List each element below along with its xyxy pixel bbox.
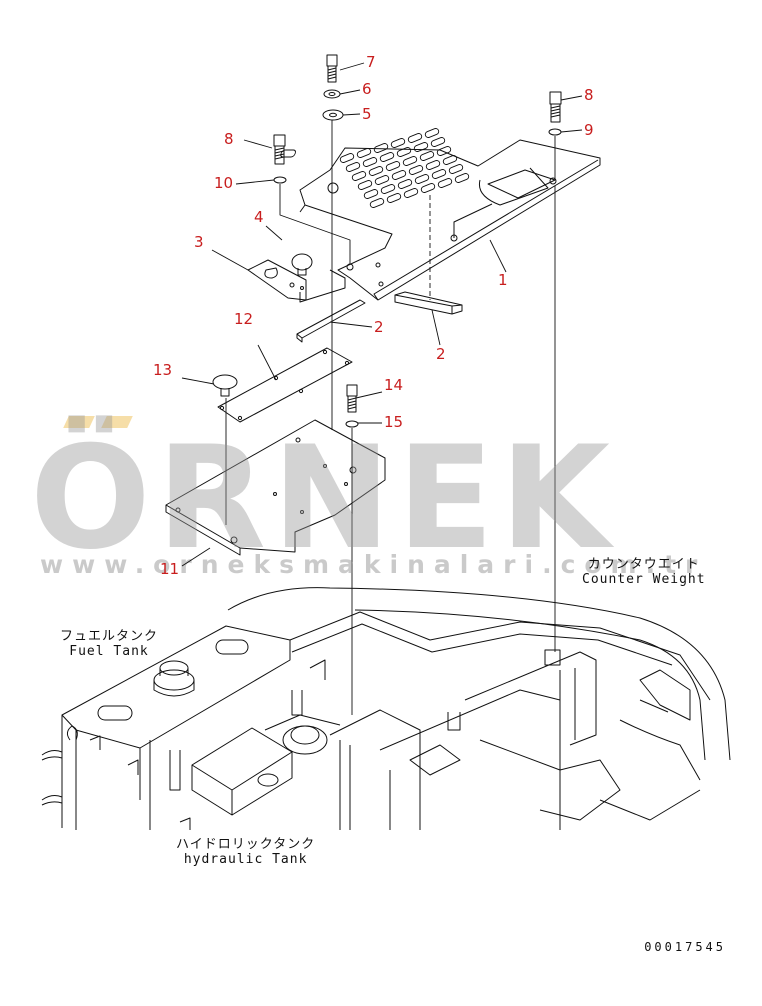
- louver-slot: [386, 193, 402, 203]
- louver-slot: [362, 157, 378, 167]
- leader-bolt-8-left: [279, 184, 351, 265]
- louver-slot: [402, 156, 418, 166]
- louver-slot: [380, 184, 396, 194]
- label-counter-weight-jp: カウンタウエイト: [587, 557, 700, 572]
- label-fuel-tank: フュエルタンク Fuel Tank: [60, 629, 159, 660]
- louver-slot: [414, 174, 430, 184]
- louver-slot: [425, 160, 441, 170]
- louver-slot: [379, 152, 395, 162]
- callout-12: 12: [234, 310, 254, 328]
- louver-slot: [390, 138, 406, 148]
- label-counter-weight-en: Counter Weight: [582, 571, 706, 587]
- label-hydraulic-tank-en: hydraulic Tank: [183, 851, 308, 867]
- louver-slot: [351, 171, 367, 181]
- louver-slot: [339, 153, 355, 163]
- louver-grid: [339, 128, 470, 208]
- callout-5: 5: [362, 105, 372, 123]
- callout-10: 10: [214, 174, 234, 192]
- callout-2-left: 2: [374, 318, 384, 336]
- callout-9: 9: [584, 121, 594, 139]
- machine-body: [41, 587, 731, 830]
- label-counter-weight: カウンタウエイト Counter Weight: [582, 557, 706, 588]
- louver-slot: [448, 164, 464, 174]
- knob-part-13: [212, 374, 238, 397]
- label-hydraulic-tank-jp: ハイドロリックタンク: [176, 837, 316, 852]
- callout-6: 6: [362, 80, 372, 98]
- louver-slot: [424, 128, 440, 138]
- callout-15: 15: [384, 413, 404, 431]
- callout-7: 7: [366, 53, 376, 71]
- louver-slot: [419, 151, 435, 161]
- louver-slot: [396, 147, 412, 157]
- louver-slot: [413, 142, 429, 152]
- cover-plate-part-11: [165, 419, 386, 556]
- louver-slot: [420, 183, 436, 193]
- louver-slot: [397, 179, 413, 189]
- louver-slot: [407, 133, 423, 143]
- bolt-part-7: [326, 54, 338, 83]
- louver-slot: [357, 180, 373, 190]
- document-number: 00017545: [644, 940, 726, 954]
- label-hydraulic-tank: ハイドロリックタンク hydraulic Tank: [176, 837, 316, 868]
- seal-strip-part-2-left: [296, 299, 366, 343]
- plate-part-3: [247, 259, 307, 301]
- callout-3: 3: [194, 233, 204, 251]
- louver-slot: [430, 137, 446, 147]
- callout-1: 1: [498, 271, 508, 289]
- louver-slot: [431, 169, 447, 179]
- louver-slot: [368, 166, 384, 176]
- callout-11: 11: [160, 560, 180, 578]
- louver-slot: [442, 155, 458, 165]
- callout-8-right: 8: [584, 86, 594, 104]
- louver-slot: [436, 146, 452, 156]
- knob-part-4: [291, 253, 313, 276]
- label-fuel-tank-jp: フュエルタンク: [60, 629, 159, 644]
- louver-slot: [408, 165, 424, 175]
- louver-slot: [374, 175, 390, 185]
- callout-4: 4: [254, 208, 264, 226]
- louver-slot: [363, 189, 379, 199]
- louver-slot: [385, 161, 401, 171]
- louver-slot: [369, 198, 385, 208]
- louver-slots: [280, 149, 296, 158]
- seal-strip-part-2-right: [394, 291, 463, 315]
- label-fuel-tank-en: Fuel Tank: [69, 643, 149, 659]
- bolt-part-14: [346, 384, 358, 413]
- callout-13: 13: [153, 361, 173, 379]
- louver-slot: [403, 188, 419, 198]
- callout-2-right: 2: [436, 345, 446, 363]
- washer-part-15: [345, 420, 359, 428]
- louver-slot: [391, 170, 407, 180]
- louver-slot: [345, 162, 361, 172]
- louver-slot: [437, 178, 453, 188]
- callout-14: 14: [384, 376, 404, 394]
- louver-slot: [454, 173, 470, 183]
- louver-slot: [356, 148, 372, 158]
- bolt-part-8-right: [549, 91, 562, 123]
- bolt-part-8-left: [273, 134, 286, 165]
- louver-slot: [373, 143, 389, 153]
- callout-8-left: 8: [224, 130, 234, 148]
